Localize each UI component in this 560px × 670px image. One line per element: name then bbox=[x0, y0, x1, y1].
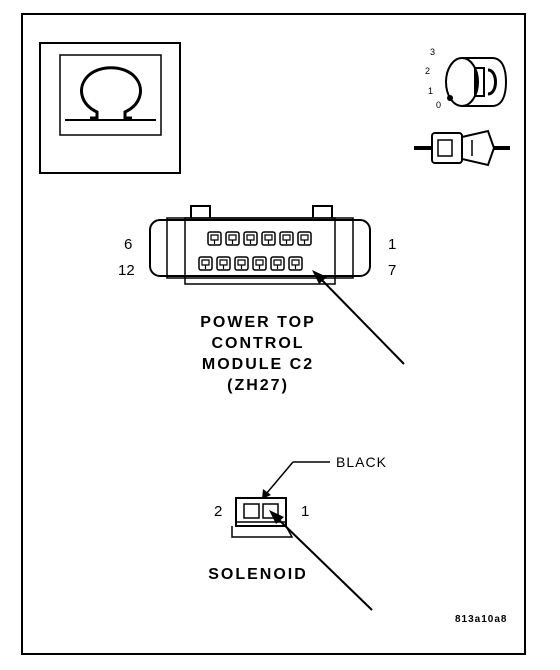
ohm-icon bbox=[80, 66, 142, 120]
c2-title-line-1: POWER TOP bbox=[200, 314, 316, 331]
c2-pin-label-top-right: 1 bbox=[388, 236, 397, 253]
figure-id: 813a10a8 bbox=[455, 614, 508, 625]
solenoid-title: SOLENOID bbox=[208, 566, 308, 583]
c2-top-cavity bbox=[297, 231, 312, 246]
c2-top-cavity bbox=[243, 231, 258, 246]
ignition-position-0: 0 bbox=[436, 100, 442, 110]
c2-pin-label-top-left: 6 bbox=[124, 236, 133, 253]
c2-bottom-cavity bbox=[234, 256, 249, 271]
connector-c2-body bbox=[149, 205, 371, 285]
wire-color-label: BLACK bbox=[336, 454, 387, 470]
c2-pin-label-bottom-left: 12 bbox=[118, 262, 135, 279]
ignition-position-2: 2 bbox=[425, 66, 431, 76]
ohm-meter-symbol bbox=[39, 42, 181, 174]
solenoid-pin-label-right: 1 bbox=[301, 503, 310, 520]
c2-top-cavity bbox=[225, 231, 240, 246]
c2-pointer-arrow bbox=[312, 270, 405, 365]
c2-title-line-2: CONTROL bbox=[211, 335, 305, 352]
diagram-frame bbox=[21, 13, 526, 655]
c2-bottom-cavity bbox=[216, 256, 231, 271]
c2-bottom-cavity bbox=[252, 256, 267, 271]
connector-c2-cavities bbox=[198, 231, 312, 271]
c2-top-cavity bbox=[279, 231, 294, 246]
c2-title-line-3: MODULE C2 bbox=[201, 356, 315, 373]
c2-top-cavity bbox=[261, 231, 276, 246]
c2-title-line-4: (ZH27) bbox=[227, 377, 289, 394]
ignition-switch-icon bbox=[445, 57, 508, 107]
c2-pin-label-bottom-right: 7 bbox=[388, 262, 397, 279]
c2-top-cavity bbox=[207, 231, 222, 246]
c2-bottom-cavity bbox=[270, 256, 285, 271]
solenoid-pin-label-left: 2 bbox=[214, 503, 223, 520]
solenoid-pointer-arrow bbox=[269, 510, 373, 611]
black-wire-leader bbox=[262, 461, 330, 499]
c2-bottom-cavity bbox=[288, 256, 303, 271]
connector-icon bbox=[414, 129, 510, 167]
c2-bottom-cavity bbox=[198, 256, 213, 271]
ignition-position-1: 1 bbox=[428, 86, 434, 96]
c2-title: POWER TOP CONTROL MODULE C2 (ZH27) bbox=[178, 312, 338, 396]
ignition-position-3: 3 bbox=[430, 47, 436, 57]
